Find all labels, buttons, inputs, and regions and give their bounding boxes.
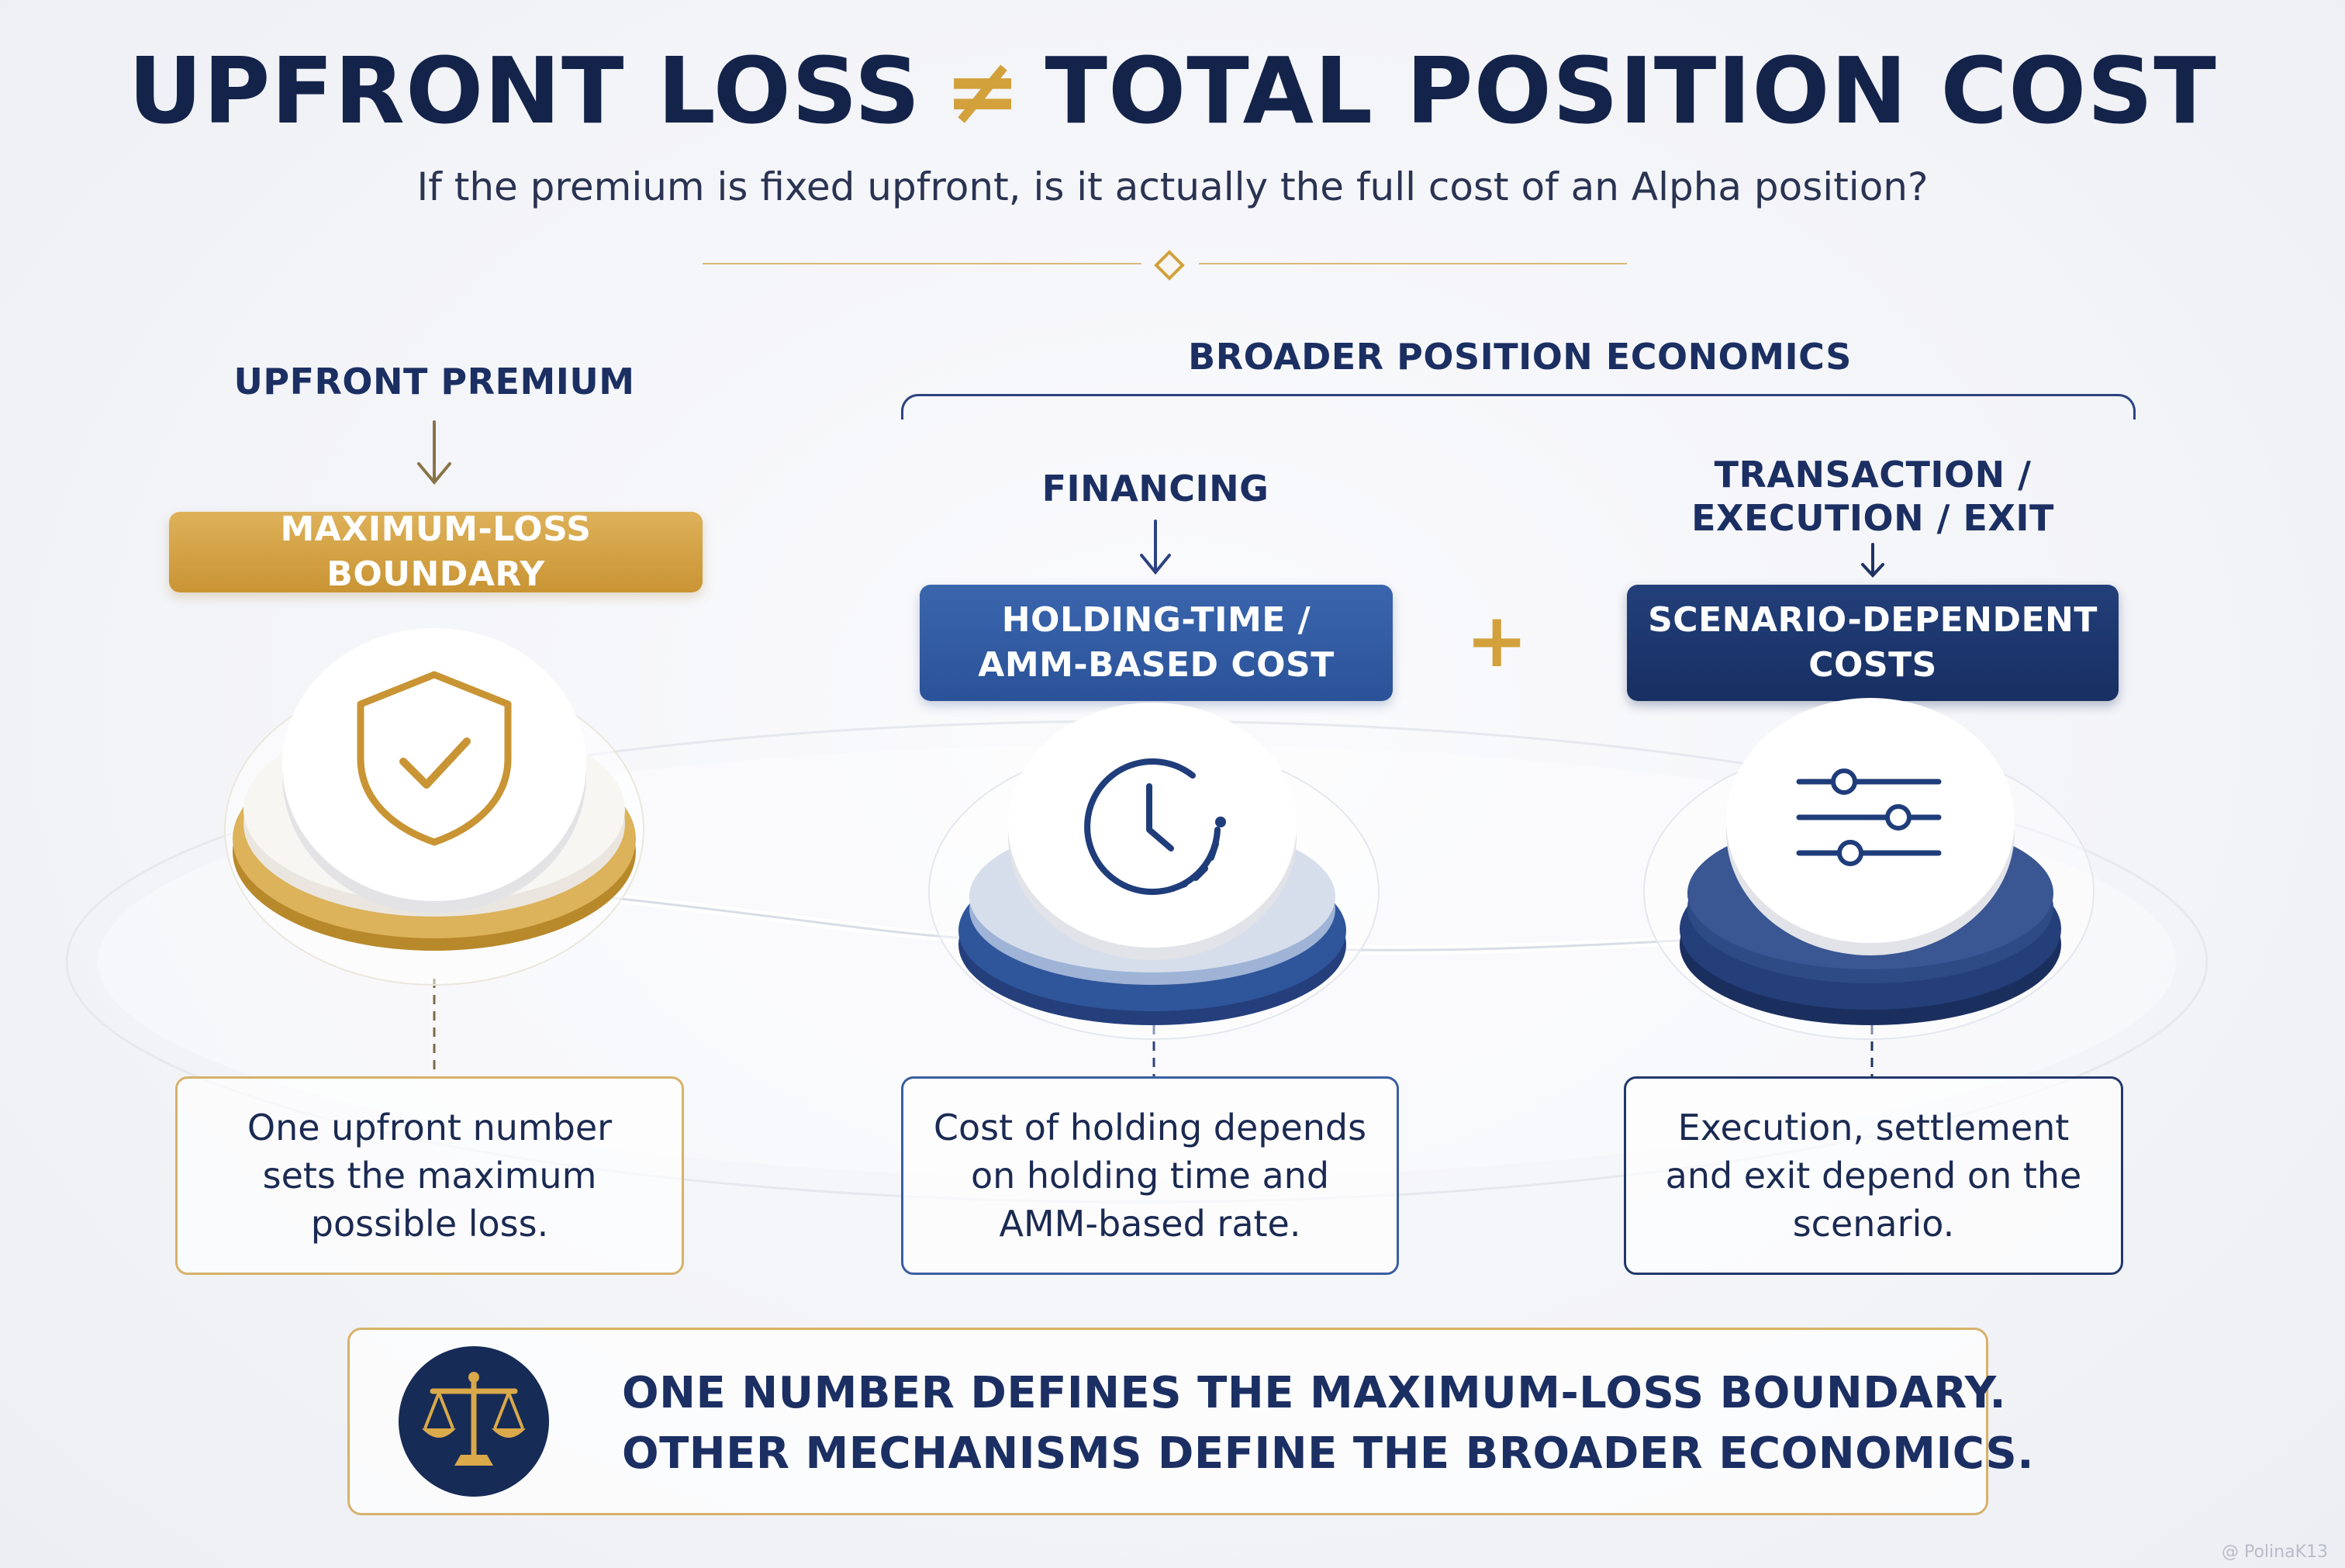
transaction-description-text: Execution, settlement and exit depend on… xyxy=(1665,1107,2082,1245)
page-title: UPFRONT LOSS≠TOTAL POSITION COST xyxy=(0,37,2345,144)
upfront-description-text: One upfront number sets the maximum poss… xyxy=(247,1107,613,1245)
clock-icon xyxy=(1084,758,1226,896)
not-equal-icon: ≠ xyxy=(944,37,1022,144)
holding-time-cost-line2: AMM-BASED COST xyxy=(978,645,1335,685)
broader-economics-heading: BROADER POSITION ECONOMICS xyxy=(1188,336,1852,378)
scenario-costs-line1: SCENARIO-DEPENDENT xyxy=(1648,600,2098,640)
summary-panel xyxy=(347,1328,1988,1515)
divider-right xyxy=(1199,263,1627,264)
summary-line1: ONE NUMBER DEFINES THE MAXIMUM-LOSS BOUN… xyxy=(622,1368,2007,1418)
holding-time-cost-box: HOLDING-TIME / AMM-BASED COST xyxy=(920,585,1393,701)
title-right: TOTAL POSITION COST xyxy=(1045,37,2217,144)
scenario-costs-line2: COSTS xyxy=(1808,645,1937,685)
watermark: @ PolinaK13 xyxy=(2221,1542,2328,1562)
title-left: UPFRONT LOSS xyxy=(128,37,921,144)
financing-description-text: Cost of holding depends on holding time … xyxy=(933,1107,1367,1245)
transaction-heading-line2: EXECUTION / EXIT xyxy=(1691,497,2054,539)
transaction-heading: TRANSACTION / EXECUTION / EXIT xyxy=(1613,453,2133,540)
broader-economics-bracket xyxy=(901,394,2136,420)
summary-text: ONE NUMBER DEFINES THE MAXIMUM-LOSS BOUN… xyxy=(622,1363,2034,1484)
arrow-down-icon xyxy=(417,420,451,485)
scales-icon xyxy=(422,1372,526,1466)
transaction-description: Execution, settlement and exit depend on… xyxy=(1624,1076,2123,1275)
scenario-dependent-costs-box: SCENARIO-DEPENDENT COSTS xyxy=(1627,585,2119,701)
sliders-icon xyxy=(1796,768,1942,866)
arrow-down-icon xyxy=(1861,543,1884,578)
upfront-premium-heading: UPFRONT PREMIUM xyxy=(233,361,635,402)
plus-icon: + xyxy=(1466,597,1528,684)
summary-line2: OTHER MECHANISMS DEFINE THE BROADER ECON… xyxy=(622,1428,2035,1479)
financing-heading: FINANCING xyxy=(1041,468,1269,509)
upfront-description: One upfront number sets the maximum poss… xyxy=(175,1076,684,1275)
shield-check-icon xyxy=(357,671,512,846)
transaction-heading-line1: TRANSACTION / xyxy=(1714,454,2032,496)
arrow-down-icon xyxy=(1140,520,1171,575)
divider-left xyxy=(703,263,1141,264)
maximum-loss-boundary-box: MAXIMUM-LOSS BOUNDARY xyxy=(169,509,703,594)
page-subtitle: If the premium is fixed upfront, is it a… xyxy=(416,164,1929,209)
sliders-pedestal xyxy=(1643,698,2095,1040)
holding-time-cost-line1: HOLDING-TIME / xyxy=(1001,600,1311,640)
financing-description: Cost of holding depends on holding time … xyxy=(901,1076,1399,1275)
